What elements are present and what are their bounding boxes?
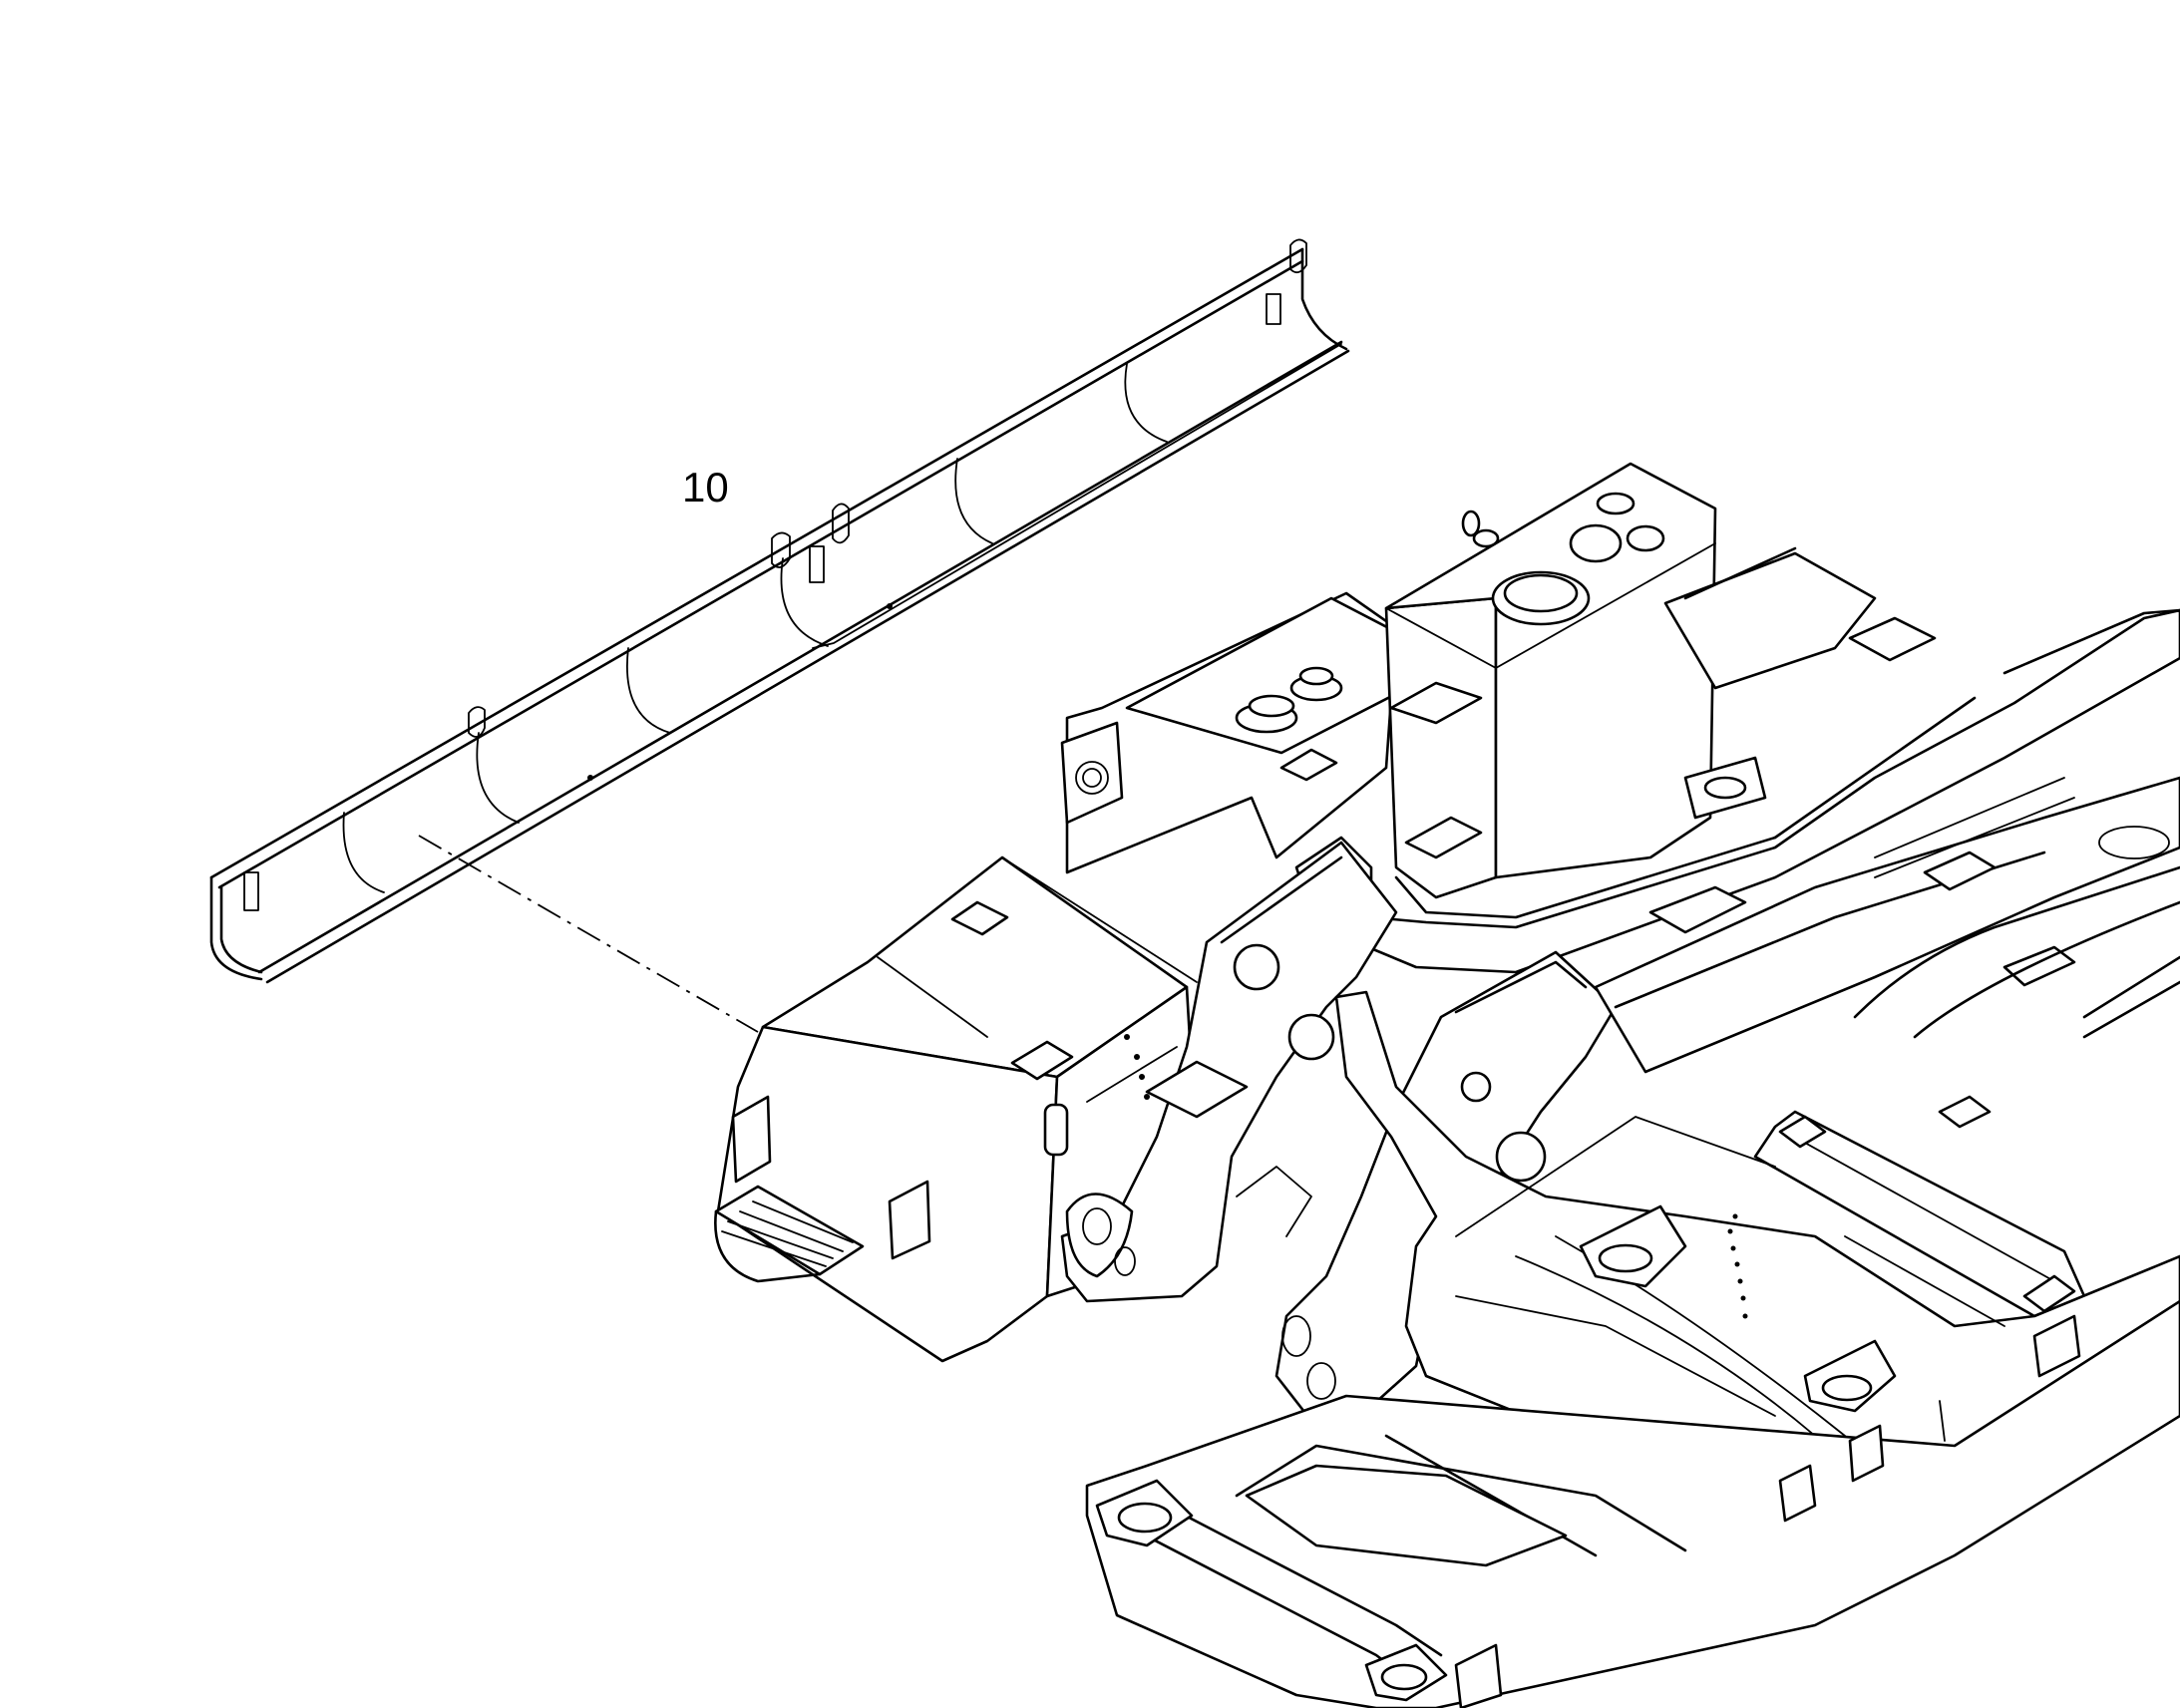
- assembly-guide-line: [418, 835, 759, 1033]
- callout-label-10[interactable]: 10: [682, 464, 729, 511]
- side-cover-part-10[interactable]: [209, 238, 1350, 984]
- upper-frame[interactable]: [1060, 462, 2180, 1708]
